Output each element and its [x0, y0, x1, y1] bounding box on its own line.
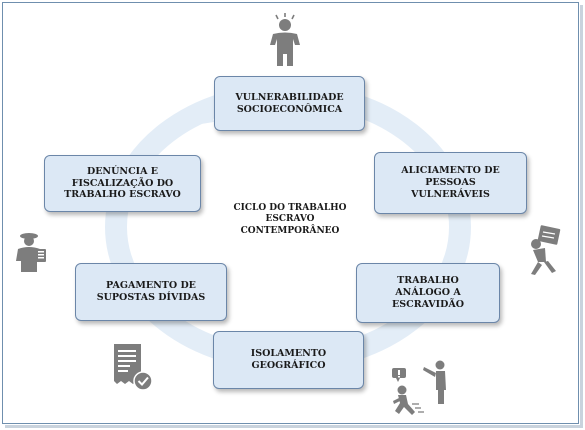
- stage-box-trabalho-analogo: TRABALHO ANÁLOGO A ESCRAVIDÃO: [356, 263, 500, 323]
- person-running-from-gunman-icon: [392, 360, 446, 415]
- inspector-with-clipboard-icon: [16, 233, 46, 272]
- worried-person-icon: [270, 13, 300, 66]
- stage-label: TRABALHO ANÁLOGO A ESCRAVIDÃO: [392, 275, 464, 310]
- debt-invoice-icon: [114, 344, 153, 391]
- stage-box-isolamento: ISOLAMENTO GEOGRÁFICO: [213, 331, 364, 389]
- stage-label: VULNERABILIDADE SOCIOECONÔMICA: [235, 91, 344, 115]
- stage-box-denuncia: DENÚNCIA E FISCALIZAÇÃO DO TRABALHO ESCR…: [44, 155, 201, 212]
- stage-label: DENÚNCIA E FISCALIZAÇÃO DO TRABALHO ESCR…: [64, 165, 181, 201]
- stage-box-aliciamento: ALICIAMENTO DE PESSOAS VULNERÁVEIS: [374, 152, 527, 214]
- person-carrying-box-icon: [531, 225, 561, 275]
- center-title: CICLO DO TRABALHO ESCRAVO CONTEMPORÂNEO: [233, 203, 347, 236]
- stage-label: ALICIAMENTO DE PESSOAS VULNERÁVEIS: [401, 165, 500, 200]
- stage-label: PAGAMENTO DE SUPOSTAS DÍVIDAS: [96, 280, 206, 303]
- stage-label: ISOLAMENTO GEOGRÁFICO: [250, 348, 327, 371]
- stage-box-pagamento: PAGAMENTO DE SUPOSTAS DÍVIDAS: [75, 263, 227, 321]
- stage-box-vulnerabilidade: VULNERABILIDADE SOCIOECONÔMICA: [214, 76, 365, 131]
